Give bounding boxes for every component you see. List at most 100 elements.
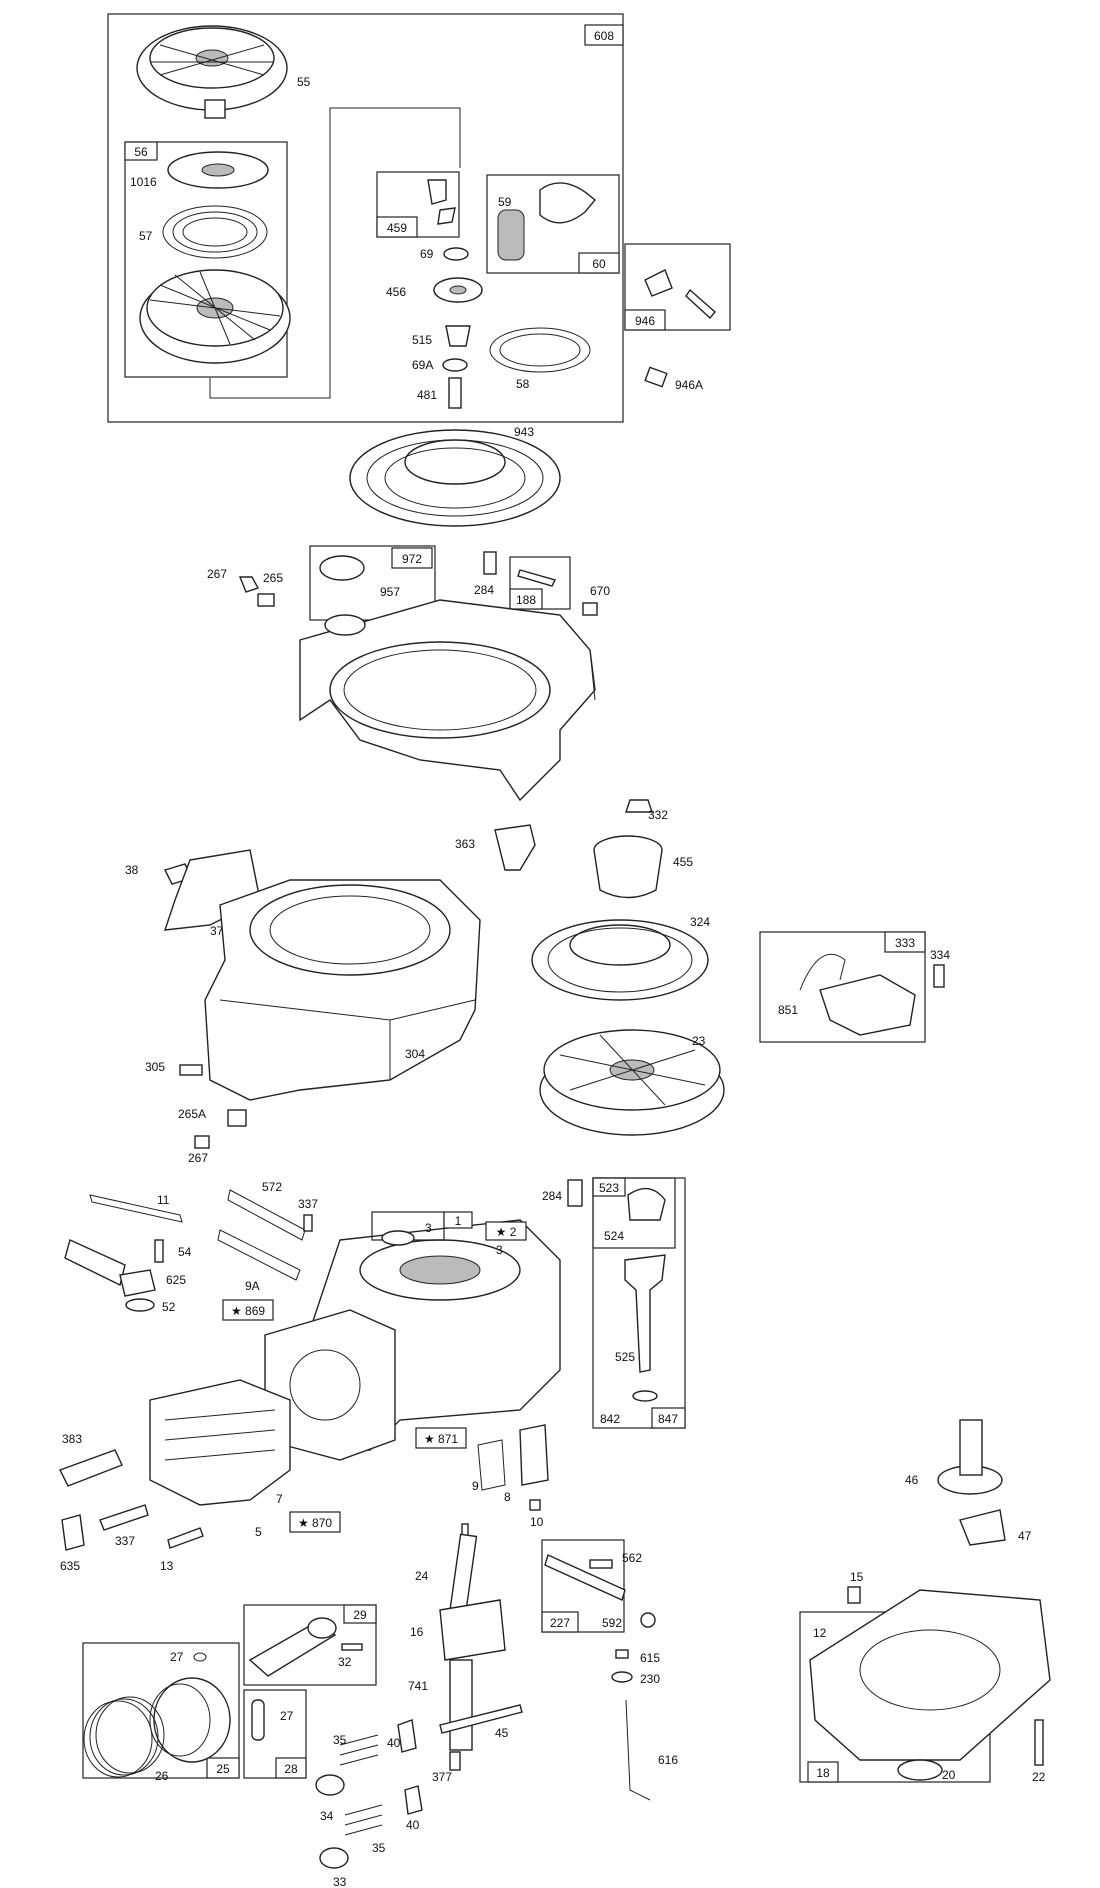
screw-267b-part <box>194 1135 210 1149</box>
dipstick-cap-part <box>627 1187 666 1221</box>
gasket-572-part <box>227 1189 306 1241</box>
assembly-608-frame <box>107 13 624 423</box>
valve-spring-35a-part <box>339 1734 379 1766</box>
pawl-part <box>427 179 456 225</box>
label-26: 26 <box>155 1769 169 1783</box>
label-1016: 1016 <box>130 175 157 189</box>
label-56: 56 <box>134 145 148 159</box>
ignition-armature-part <box>819 974 916 1036</box>
flywheel-part <box>539 1029 725 1136</box>
assembly-29-frame <box>243 1604 377 1686</box>
assembly-227-frame <box>541 1539 625 1633</box>
cam-gear-part <box>937 1419 1003 1495</box>
label-13: 13 <box>160 1559 174 1573</box>
label-267b: 267 <box>188 1151 208 1165</box>
wrist-pin-part <box>251 1699 265 1741</box>
label-946a: 946A <box>675 378 703 392</box>
label-572: 572 <box>262 1180 282 1194</box>
retainer-part <box>445 325 471 347</box>
clip-27-part <box>193 1652 207 1662</box>
label-8: 8 <box>504 1490 511 1504</box>
label-481: 481 <box>417 388 437 402</box>
flywheel-screen-part <box>531 919 709 1001</box>
assembly-60-frame <box>486 174 620 274</box>
screw-32-part <box>341 1643 363 1651</box>
label-25: 25 <box>216 1762 230 1776</box>
label-741: 741 <box>408 1679 428 1693</box>
label-337b: 337 <box>115 1534 135 1548</box>
label-35b: 35 <box>372 1841 386 1855</box>
elbow-635-part <box>61 1514 85 1551</box>
bolt-13-part <box>167 1527 204 1549</box>
screw-334-part <box>933 964 945 988</box>
label-59: 59 <box>498 195 512 209</box>
label-24: 24 <box>415 1569 429 1583</box>
label-363: 363 <box>455 837 475 851</box>
label-871: ★ 871 <box>424 1432 458 1446</box>
label-383: 383 <box>62 1432 82 1446</box>
label-230: 230 <box>640 1672 660 1686</box>
breather-8-part <box>519 1424 549 1486</box>
nut-332-part <box>625 799 653 813</box>
label-57: 57 <box>139 229 153 243</box>
label-27b: 27 <box>280 1709 294 1723</box>
label-455: 455 <box>673 855 693 869</box>
governor-lever-part <box>544 1554 626 1601</box>
clip-265a-part <box>227 1109 247 1127</box>
label-267a: 267 <box>207 567 227 581</box>
label-265b: 265A <box>178 1107 206 1121</box>
tube-part <box>64 1239 126 1287</box>
label-515: 515 <box>412 333 432 347</box>
label-972: 972 <box>402 552 422 566</box>
spark-plug-wire-part <box>59 1449 123 1487</box>
label-377: 377 <box>432 1770 452 1784</box>
label-40a: 40 <box>387 1736 401 1750</box>
label-869: ★ 869 <box>231 1304 265 1318</box>
label-16: 16 <box>410 1625 424 1639</box>
label-616: 616 <box>658 1753 678 1767</box>
label-3a: 3 <box>425 1221 432 1235</box>
cylinder-shroud-part <box>204 879 481 1101</box>
label-188: 188 <box>516 593 536 607</box>
box-56 <box>124 141 158 161</box>
valve-spring-35b-part <box>344 1804 383 1836</box>
assembly-25-frame <box>82 1642 240 1779</box>
blower-housing-part <box>299 599 596 802</box>
label-27a: 27 <box>170 1650 184 1664</box>
plug-15-part <box>847 1586 861 1604</box>
label-943: 943 <box>514 425 534 439</box>
assembly-28-frame <box>243 1689 307 1779</box>
screw-10-part <box>529 1499 541 1511</box>
label-635: 635 <box>60 1559 80 1573</box>
label-7: 7 <box>276 1492 283 1506</box>
label-33: 33 <box>333 1875 347 1888</box>
link-616-part <box>625 1699 651 1801</box>
label-23: 23 <box>692 1034 706 1048</box>
label-5: 5 <box>255 1525 262 1539</box>
cup-455-part <box>593 835 663 899</box>
label-54: 54 <box>178 1245 192 1259</box>
valve-45-part <box>439 1704 523 1734</box>
box-608 <box>584 24 624 46</box>
label-2: ★ 2 <box>496 1225 517 1239</box>
governor-part <box>959 1509 1006 1546</box>
label-15: 15 <box>850 1570 864 1584</box>
gasket-9a-part <box>217 1229 301 1281</box>
gasket-9-part <box>477 1439 506 1491</box>
label-337a: 337 <box>298 1197 318 1211</box>
washer-69a-part <box>442 358 468 372</box>
label-22: 22 <box>1032 1770 1046 1784</box>
label-333: 333 <box>895 936 915 950</box>
handle-insert-part <box>497 209 525 261</box>
label-847: 847 <box>658 1412 678 1426</box>
label-608: 608 <box>594 29 614 43</box>
label-957: 957 <box>380 585 400 599</box>
clip-615-part <box>615 1649 629 1659</box>
washer-230-part <box>611 1671 633 1683</box>
label-3b: 3 <box>496 1243 503 1257</box>
rewind-housing-part <box>136 25 288 119</box>
valve-34-part <box>315 1774 345 1796</box>
label-304: 304 <box>405 1047 425 1061</box>
pulley-part <box>139 269 291 364</box>
